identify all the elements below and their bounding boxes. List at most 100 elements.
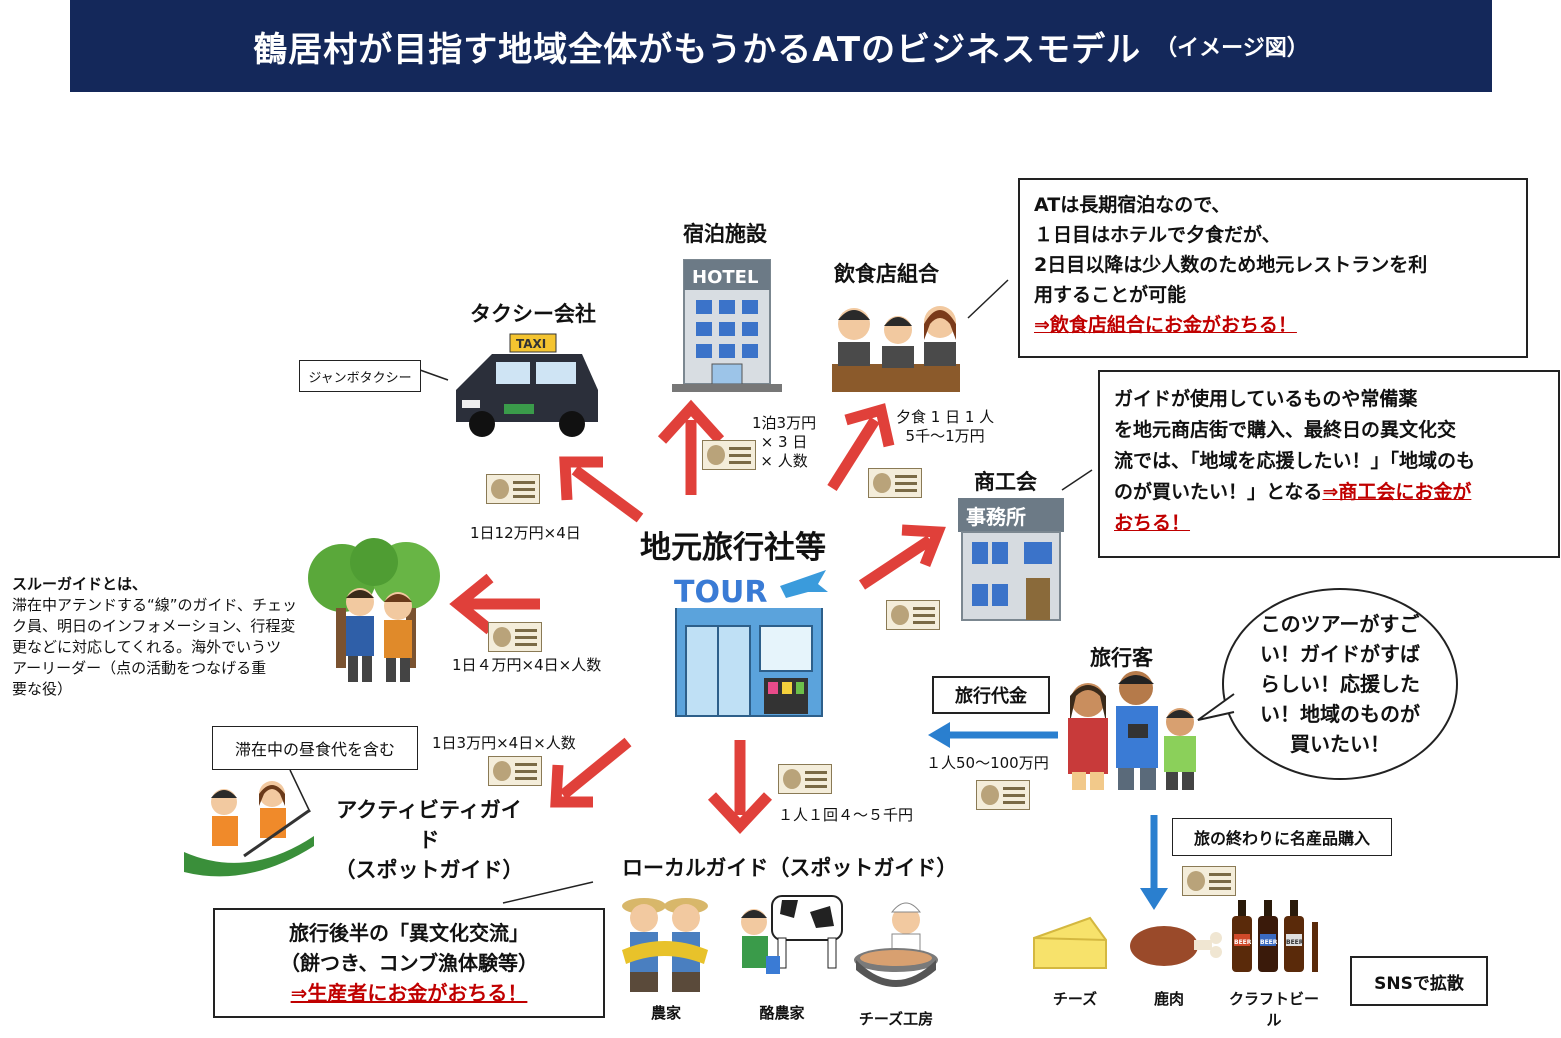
restaurant-diners-icon: [832, 294, 960, 392]
commerce-note-highlight: ⇒商工会にお金が: [1322, 481, 1472, 503]
arrow-to-hotel-head: [657, 399, 725, 444]
activity-flow-amount: 1日3万円×4日×人数: [432, 734, 576, 752]
local-guide-label: ローカルガイド（スポットガイド）: [622, 856, 958, 880]
culture-highlight: ⇒生産者にお金がおちる！: [290, 981, 528, 1005]
tour-shop-icon: TOUR: [668, 566, 830, 718]
commerce-label: 商工会: [974, 470, 1037, 494]
banknote-icon: [702, 440, 756, 470]
through-guide-title: スルーガイドとは、: [12, 575, 148, 593]
arrow-to-local-guide-head: [707, 792, 773, 835]
through-guide-line: アーリーダー（点の活動をつなげる重: [12, 659, 267, 677]
travelers-icon: [1058, 666, 1206, 792]
through-guide-line: 要な役）: [12, 680, 73, 698]
arrow-to-taxi-head: [559, 456, 603, 501]
souvenir-label: 旅の終わりに名産品購入: [1172, 818, 1392, 856]
taxi-flow-amount: 1日12万円×4日: [470, 524, 581, 542]
hotel-label: 宿泊施設: [683, 222, 767, 246]
page-subtitle: （イメージ図）: [1155, 36, 1309, 61]
through-guide-line: ク員、明日のインフォメーション、行程変: [12, 617, 296, 635]
tour-sign: TOUR: [674, 575, 767, 610]
banknote-icon: [886, 600, 940, 630]
dairy-caption: 酪農家: [759, 1004, 805, 1022]
connector-commerce-note: [1061, 469, 1093, 491]
through-guide-note: スルーガイドとは、 滞在中アテンドする“線”のガイド、チェッ ク員、明日のインフ…: [12, 574, 312, 700]
commerce-note-line: 流では、「地域を応援したい！」「地域のも: [1114, 450, 1476, 472]
arrow-souvenir-head: [1140, 888, 1168, 910]
restaurant-flow-line: 夕食 1 日 1 人: [896, 408, 995, 426]
traveler-speech-bubble: このツアーがすご い！ガイドがすば らしい！応援した い！地域のものが 買いたい…: [1222, 588, 1458, 780]
connector-activity-note: [289, 769, 311, 813]
bubble-line: このツアーがすご: [1260, 612, 1420, 636]
arrow-to-taxi: [571, 465, 644, 523]
banknote-icon: [488, 622, 542, 652]
travelers-label: 旅行客: [1090, 646, 1153, 670]
through-guide-line: 更などに対応してくれる。海外でいうツ: [12, 638, 282, 656]
venison-icon: [1124, 922, 1224, 968]
bubble-line: 買いたい！: [1290, 732, 1390, 756]
banknote-icon: [488, 756, 542, 786]
arrow-to-commerce: [858, 535, 934, 590]
activity-label-line1: アクティビティガイド: [336, 798, 522, 852]
bubble-line: い！地域のものが: [1260, 702, 1420, 726]
hotel-flow-line: 1泊3万円: [752, 414, 817, 432]
banknote-icon: [778, 764, 832, 794]
connector-taxi-note: [419, 369, 449, 381]
cheese-workshop-caption: チーズ工房: [858, 1010, 934, 1028]
commerce-note: ガイドが使用しているものや常備薬 を地元商店街で購入、最終日の異文化交 流では、…: [1098, 370, 1560, 558]
restaurant-note-line: 用することが可能: [1034, 284, 1187, 306]
arrow-to-through-guide-head: [449, 573, 494, 635]
bubble-tail: [1197, 693, 1235, 721]
banknote-icon: [486, 474, 540, 504]
restaurant-note-highlight: ⇒飲食店組合にお金がおちる！: [1034, 314, 1297, 336]
banknote-icon: [1182, 866, 1236, 896]
restaurant-note-line: 2日目以降は少人数のため地元レストランを利: [1034, 254, 1428, 276]
cheese-icon: [1030, 914, 1110, 974]
travel-fee-amount: １人50～100万円: [926, 754, 1049, 772]
cheese-caption: チーズ: [1052, 990, 1098, 1008]
center-label: 地元旅行社等: [640, 530, 826, 566]
cheese-workshop-icon: [852, 900, 942, 990]
arrow-to-commerce-head: [901, 524, 946, 568]
restaurant-label: 飲食店組合: [834, 262, 939, 286]
restaurant-note-line: ATは長期宿泊なので、: [1034, 194, 1231, 216]
activity-note: 滞在中の昼食代を含む: [212, 726, 418, 770]
taxi-sign: TAXI: [516, 337, 546, 351]
culture-note: 旅行後半の「異文化交流」 （餅つき、コンブ漁体験等） ⇒生産者にお金がおちる！: [213, 908, 605, 1018]
travel-fee-label: 旅行代金: [932, 676, 1050, 714]
beer-label: BEER: [1260, 939, 1278, 946]
culture-line2: （餅つき、コンブ漁体験等）: [280, 951, 538, 975]
activity-label: アクティビティガイド （スポットガイド）: [326, 794, 532, 884]
culture-line1: 旅行後半の「異文化交流」: [289, 921, 529, 945]
hotel-icon: HOTEL: [672, 258, 782, 394]
farmer-icon: [618, 892, 712, 994]
hotel-flow-amount: 1泊3万円 × 3 日 × 人数: [752, 414, 816, 471]
banknote-icon: [976, 780, 1030, 810]
office-sign: 事務所: [966, 505, 1026, 529]
through-guide-icon: [306, 538, 444, 688]
craft-beer-icon: BEER BEER BEER: [1232, 900, 1318, 972]
connector-restaurant-note: [967, 279, 1009, 319]
bubble-line: らしい！応援した: [1260, 672, 1420, 696]
hotel-flow-line: × 3 日: [760, 433, 808, 451]
through-guide-line: 滞在中アテンドする“線”のガイド、チェッ: [12, 596, 297, 614]
taxi-label: タクシー会社: [470, 302, 596, 326]
hotel-sign: HOTEL: [692, 267, 758, 288]
bubble-line: い！ガイドがすば: [1260, 642, 1420, 666]
arrow-travel-fee-head: [928, 722, 950, 748]
restaurant-note-line: １日目はホテルで夕食だが、: [1034, 224, 1281, 246]
dairy-farmer-icon: [736, 892, 846, 978]
activity-label-line2: （スポットガイド）: [334, 858, 524, 882]
taxi-note: ジャンボタクシー: [299, 360, 421, 392]
connector-culture-note: [502, 881, 594, 904]
arrow-to-activity: [559, 737, 632, 800]
commerce-note-highlight: おちる！: [1114, 512, 1191, 534]
arrow-to-activity-head: [550, 764, 593, 808]
banknote-icon: [868, 468, 922, 498]
title-banner: 鶴居村が目指す地域全体がもうかるATのビジネスモデル （イメージ図）: [70, 0, 1492, 92]
arrow-to-restaurant-head: [844, 403, 895, 448]
craft-beer-caption: クラフトビール: [1228, 990, 1319, 1029]
farmer-caption: 農家: [650, 1004, 681, 1022]
sns-label: SNSで拡散: [1350, 956, 1488, 1006]
restaurant-flow-amount: 夕食 1 日 1 人 5千～1万円: [896, 408, 994, 446]
